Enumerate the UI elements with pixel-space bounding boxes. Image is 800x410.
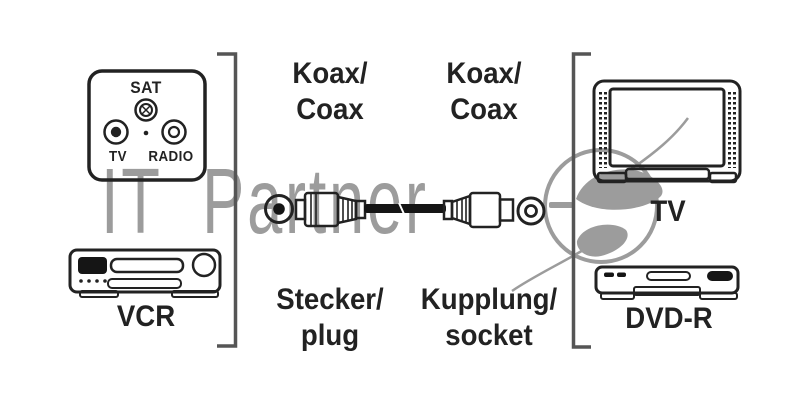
wall-socket-radio-label: RADIO <box>148 149 194 165</box>
socket-end-icon <box>516 196 546 226</box>
dvd-tray <box>646 271 691 281</box>
label-stecker-plug: Stecker/ plug <box>252 282 408 354</box>
label-vcr: VCR <box>116 300 176 333</box>
label-dvd-r: DVD-R <box>625 302 713 335</box>
label-line: plug <box>300 319 360 352</box>
swoosh-lower-leaf <box>576 224 628 257</box>
tv-speaker-grille-left <box>599 92 607 168</box>
wall-socket-sat-label: SAT <box>130 78 162 97</box>
left-group-bracket <box>217 52 238 348</box>
cable-cord <box>364 204 446 213</box>
tv-speaker-grille-right <box>728 92 736 168</box>
cable-highlight <box>398 202 405 215</box>
dvd-recorder-device <box>594 265 740 300</box>
watermark-text: IT Partner <box>101 149 429 253</box>
tv-screen <box>608 87 726 168</box>
label-line: socket <box>445 319 533 352</box>
label-koax-coax-right: Koax/ Coax <box>406 56 562 128</box>
watermark-dash <box>549 202 573 208</box>
coax-cable <box>264 191 546 229</box>
label-tv: TV <box>650 195 686 228</box>
coax-socket-connector <box>442 191 515 229</box>
label-line: Coax <box>450 93 518 126</box>
label-koax-coax-left: Koax/ Coax <box>252 56 408 128</box>
swoosh-lower-tail <box>511 247 586 293</box>
right-group-bracket <box>571 52 591 349</box>
sat-connector-icon <box>134 98 158 122</box>
dvd-bottom-lip <box>633 286 701 296</box>
vcr-device <box>68 248 222 298</box>
tv-device <box>592 79 742 184</box>
label-line: Coax <box>296 93 364 126</box>
label-kupplung-socket: Kupplung/ socket <box>411 282 567 354</box>
label-line: Koax/ <box>446 57 522 90</box>
radio-connector-icon <box>161 119 187 145</box>
label-line: Koax/ <box>292 57 368 90</box>
tv-connector-icon <box>103 119 129 145</box>
mounting-screw-dot <box>143 130 149 136</box>
vcr-buttons <box>79 279 107 283</box>
tv-base <box>624 167 711 181</box>
dvd-buttons <box>604 272 626 277</box>
wall-socket-tv-label: TV <box>109 149 127 165</box>
dvd-display <box>707 271 733 281</box>
vcr-display <box>109 257 185 274</box>
vcr-dial <box>191 252 217 278</box>
plug-end-icon <box>264 194 294 224</box>
vcr-bottom-tray <box>107 278 182 289</box>
sat-wall-socket <box>87 69 207 182</box>
label-line: Stecker/ <box>276 283 384 316</box>
label-line: Kupplung/ <box>420 283 558 316</box>
vcr-cassette-slot <box>78 257 107 274</box>
coax-plug-connector <box>294 191 367 228</box>
